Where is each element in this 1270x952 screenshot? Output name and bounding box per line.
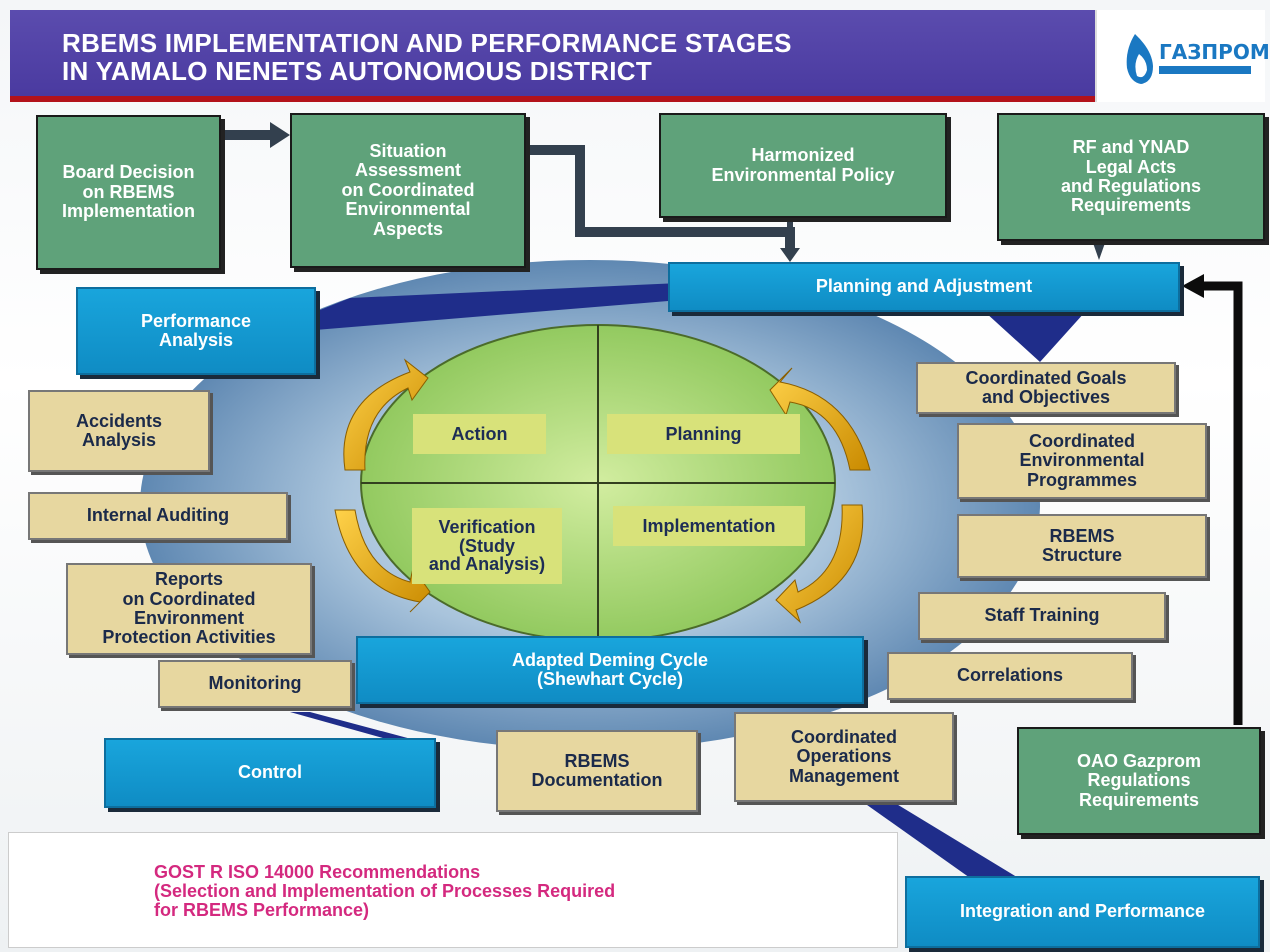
page-title-line2: IN YAMALO NENETS AUTONOMOUS DISTRICT	[62, 56, 653, 86]
wedge-performance-analysis	[315, 283, 680, 330]
correlations-box: Correlations	[887, 652, 1133, 700]
gost-note-text: GOST R ISO 14000 Recommendations (Select…	[154, 862, 616, 920]
connector-legal-to-planning	[1093, 243, 1105, 260]
monitoring-box: Monitoring	[158, 660, 352, 708]
logo-wordmark: ГАЗПРОМ	[1159, 40, 1270, 64]
header-banner: RBEMS IMPLEMENTATION AND PERFORMANCE STA…	[10, 10, 1095, 102]
control-box: Control	[104, 738, 436, 808]
accidents-analysis-box: Accidents Analysis	[28, 390, 210, 472]
board-decision-box: Board Decision on RBEMS Implementation	[36, 115, 221, 270]
rbems-structure-box: RBEMS Structure	[957, 514, 1207, 578]
rbems-documentation-box: RBEMS Documentation	[496, 730, 698, 812]
cycle-label-planning: Planning	[607, 414, 800, 454]
staff-training-box: Staff Training	[918, 592, 1166, 640]
connector-gazprom-to-planning	[1182, 274, 1243, 725]
cycle-label-action: Action	[413, 414, 546, 454]
deming-cycle-box: Adapted Deming Cycle (Shewhart Cycle)	[356, 636, 864, 704]
wedge-integration	[860, 800, 1030, 885]
env-programmes-box: Coordinated Environmental Programmes	[957, 423, 1207, 499]
operations-management-box: Coordinated Operations Management	[734, 712, 954, 802]
performance-analysis-box: Performance Analysis	[76, 287, 316, 375]
cycle-label-verification: Verification (Study and Analysis)	[412, 508, 562, 584]
gazprom-logo: ГАЗПРОМ	[1095, 10, 1270, 102]
cycle-arrow-top-right	[769, 367, 871, 471]
wedge-control	[290, 712, 415, 740]
planning-adjustment-box: Planning and Adjustment	[668, 262, 1180, 312]
integration-performance-box: Integration and Performance	[905, 876, 1260, 948]
internal-auditing-box: Internal Auditing	[28, 492, 288, 540]
goals-objectives-box: Coordinated Goals and Objectives	[916, 362, 1176, 414]
situation-assessment-box: Situation Assessment on Coordinated Envi…	[290, 113, 526, 268]
arrow-board-to-situation	[222, 122, 290, 148]
reports-box: Reports on Coordinated Environment Prote…	[66, 563, 312, 655]
gost-note-panel: GOST R ISO 14000 Recommendations (Select…	[8, 832, 898, 948]
cycle-arrow-top-left	[343, 358, 429, 471]
harmonized-policy-box: Harmonized Environmental Policy	[659, 113, 947, 218]
gazprom-flame-icon	[1126, 34, 1153, 84]
cycle-label-implementation: Implementation	[613, 506, 805, 546]
page-title-line1: RBEMS IMPLEMENTATION AND PERFORMANCE STA…	[62, 28, 792, 58]
logo-underbar	[1159, 66, 1251, 74]
gazprom-requirements-box: OAO Gazprom Regulations Requirements	[1017, 727, 1261, 835]
legal-acts-box: RF and YNAD Legal Acts and Regulations R…	[997, 113, 1265, 241]
cycle-arrow-bottom-right	[775, 504, 864, 624]
wedge-planning-down	[985, 312, 1085, 362]
cycle-arrow-bottom-left	[334, 509, 431, 613]
